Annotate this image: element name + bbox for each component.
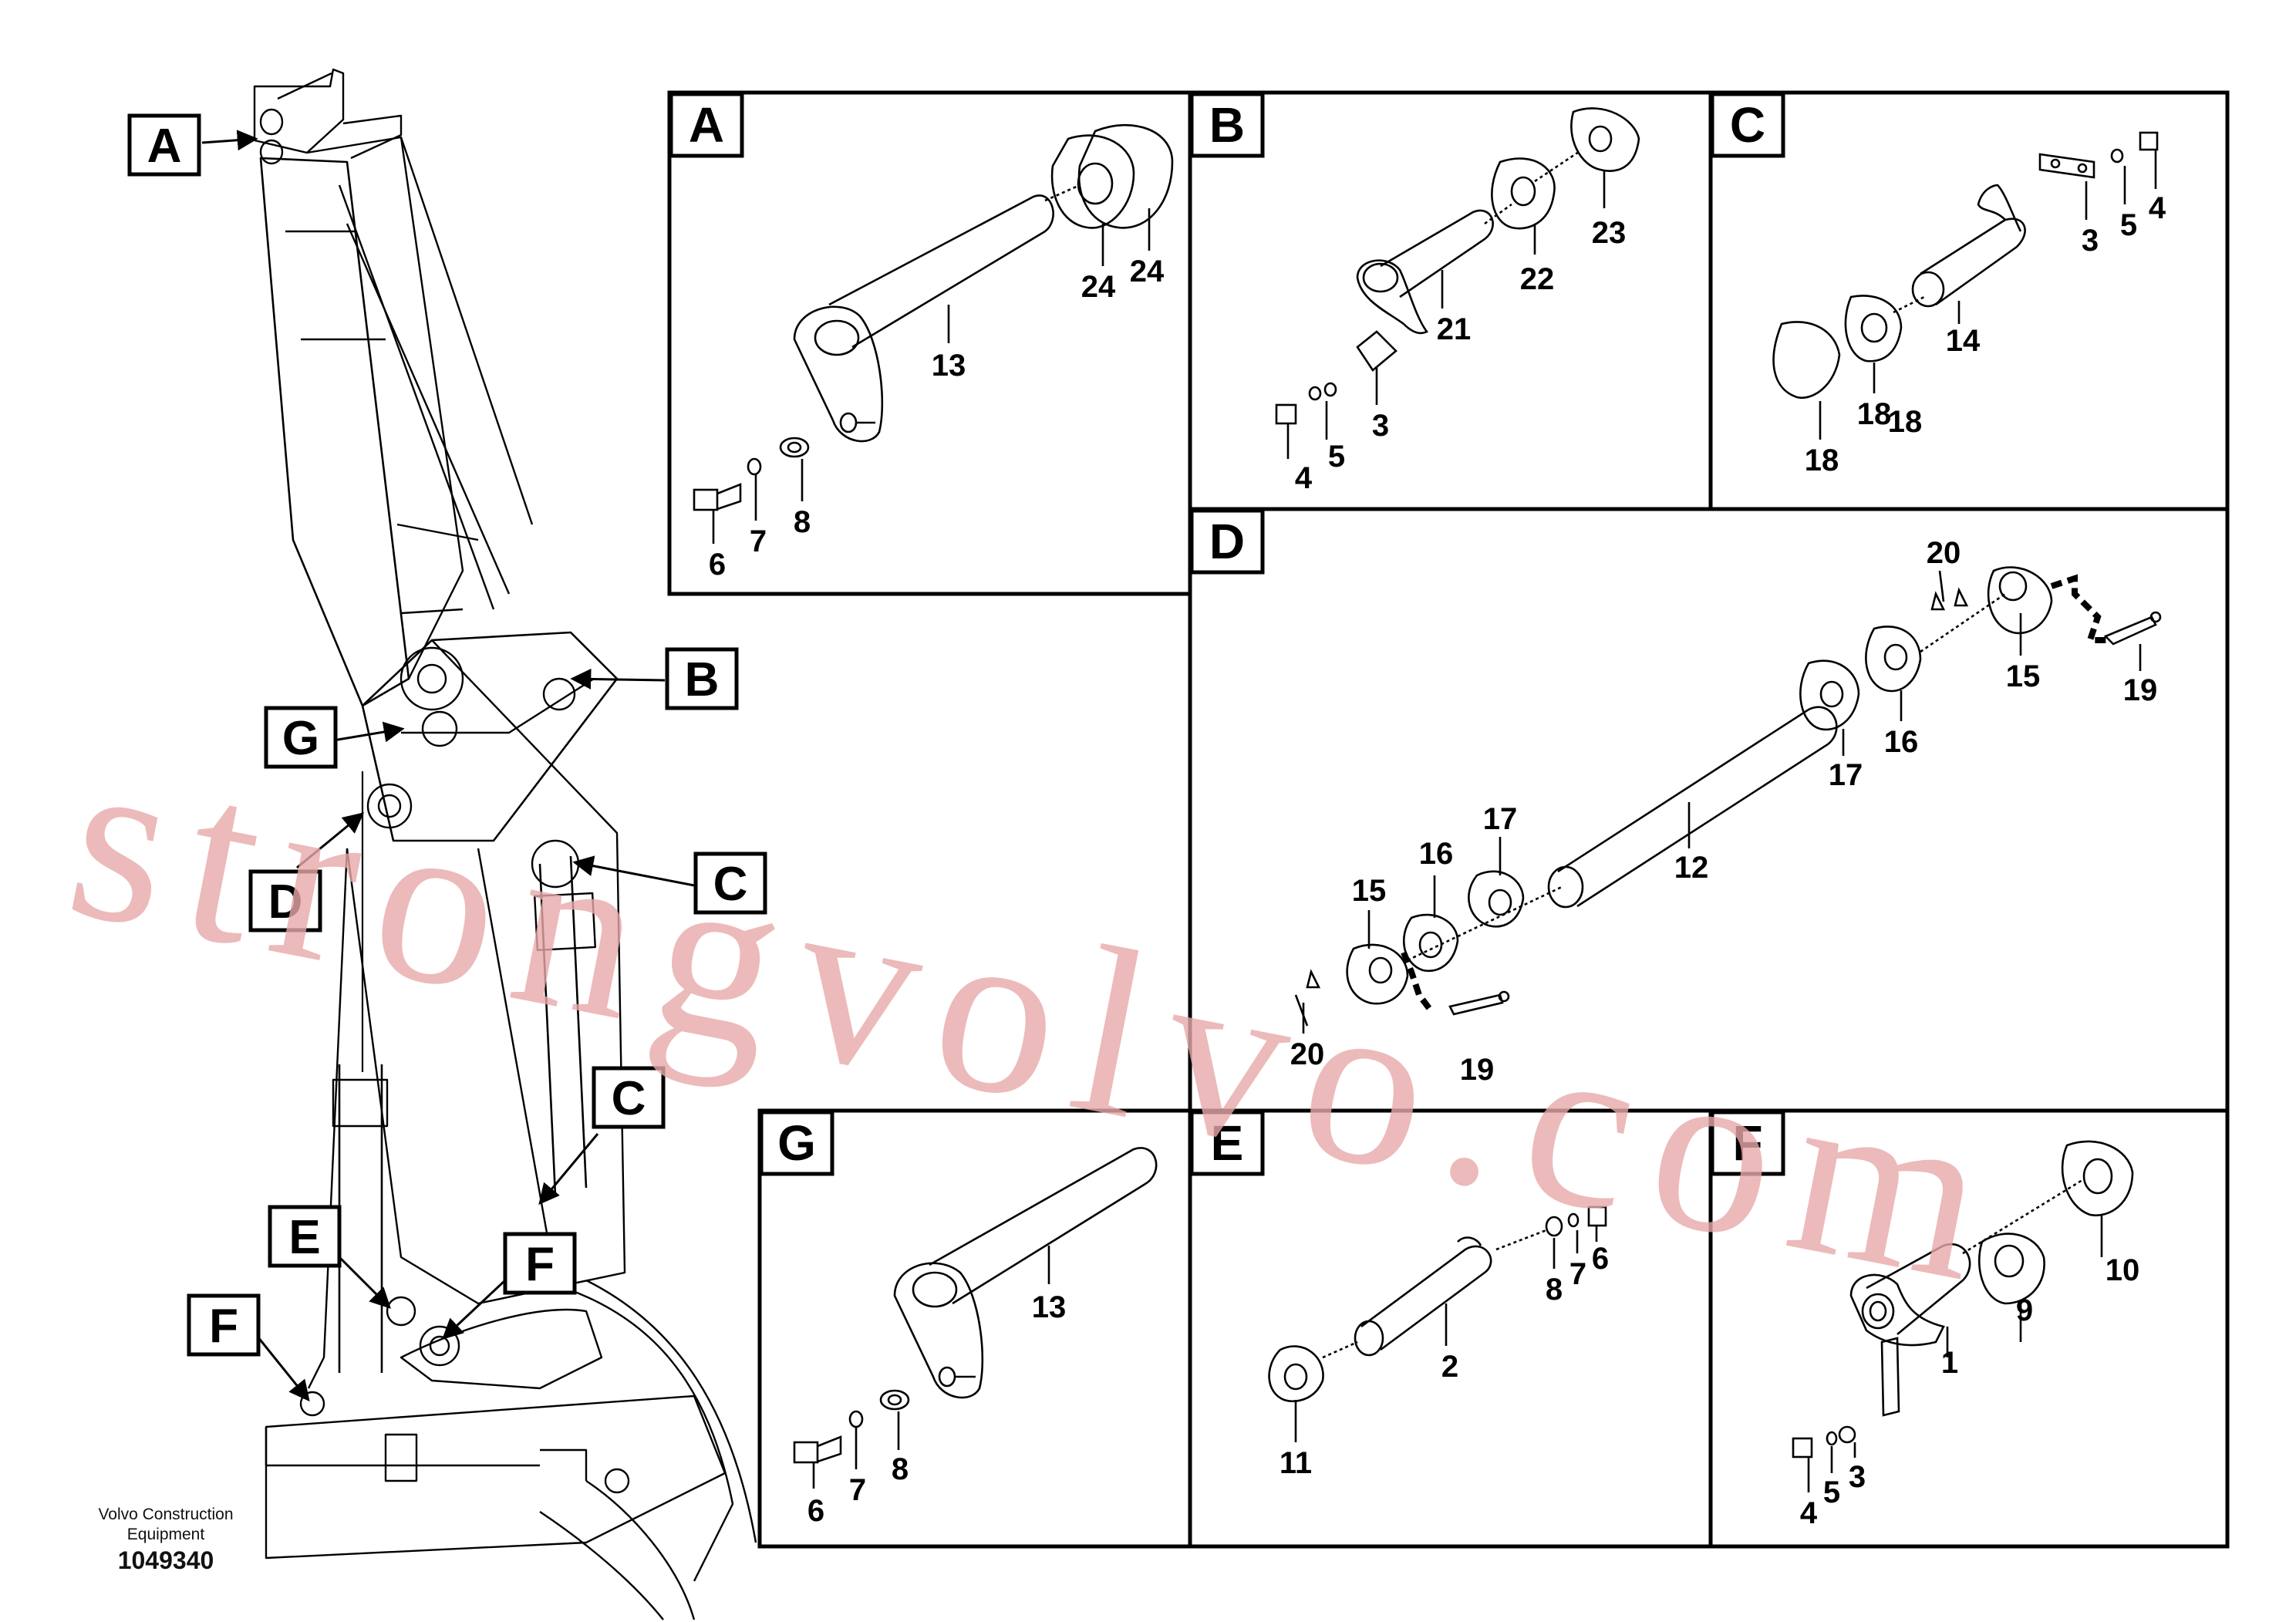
- part-number: 3: [1372, 409, 1389, 443]
- callout-box-B[interactable]: B: [665, 647, 739, 710]
- part-number: 9: [2016, 1293, 2033, 1327]
- svg-text:D: D: [268, 875, 303, 929]
- part-number: 18: [1805, 443, 1839, 477]
- part-number: 8: [794, 505, 811, 539]
- part-number: 10: [2106, 1253, 2140, 1287]
- part-number: 20: [1927, 536, 1961, 570]
- part-number: 5: [2120, 208, 2137, 242]
- part-number: 21: [1437, 312, 1472, 346]
- detail-panel-frames: [667, 90, 2230, 1549]
- part-number: 8: [1546, 1273, 1563, 1307]
- svg-text:F: F: [209, 1300, 238, 1353]
- part-number: 3: [1849, 1460, 1866, 1494]
- footer-drawing-number: 1049340: [117, 1546, 214, 1574]
- callout-box-G[interactable]: G: [264, 706, 338, 769]
- part-number: 18: [1857, 397, 1892, 431]
- part-number: 15: [2006, 659, 2041, 693]
- part-number: 5: [1823, 1475, 1840, 1509]
- part-number: 8: [892, 1452, 909, 1486]
- panel-letter-B: B: [1209, 97, 1245, 153]
- panel-letter-G: G: [777, 1115, 816, 1171]
- watermark: strongvolvo.com: [52, 702, 2027, 1336]
- part-number: 5: [1328, 440, 1345, 474]
- part-number: 13: [932, 349, 966, 383]
- callout-box-C-upper[interactable]: C: [693, 851, 767, 915]
- part-number: 17: [1483, 802, 1518, 836]
- part-number: 23: [1592, 216, 1627, 250]
- panel-G: G 13 6 7 8: [759, 1110, 1158, 1528]
- part-number: 4: [1295, 461, 1313, 495]
- part-number: 12: [1674, 851, 1709, 885]
- part-number: 6: [807, 1494, 824, 1528]
- part-number: 7: [1569, 1257, 1586, 1291]
- panel-C: C 3 5 4 14 18 18 18: [1710, 92, 2166, 477]
- svg-text:B: B: [685, 653, 720, 706]
- callout-box-F-left[interactable]: F: [187, 1293, 261, 1357]
- svg-text:G: G: [282, 712, 319, 765]
- part-number: 13: [1032, 1290, 1067, 1324]
- part-number: 7: [849, 1473, 866, 1507]
- panel-A: A 13 24: [669, 92, 1174, 582]
- panel-letter-F: F: [1732, 1115, 1762, 1171]
- panel-B: B 23 22 21 3 4 5: [1189, 92, 1640, 495]
- part-number: 22: [1520, 262, 1555, 296]
- panel-letter-A: A: [689, 97, 724, 153]
- panel-E: E 8 7 6 2 11: [1189, 1110, 1609, 1480]
- panel-F: F 10 9 1 4 5 3: [1710, 1110, 2140, 1530]
- part-number: 2: [1441, 1350, 1458, 1384]
- part-number: 20: [1290, 1037, 1325, 1071]
- part-number: 24: [1130, 255, 1165, 288]
- part-number: 11: [1279, 1446, 1312, 1480]
- svg-text:C: C: [713, 858, 748, 911]
- part-number: 3: [2082, 224, 2099, 258]
- part-number: 16: [1884, 725, 1919, 759]
- callout-box-F-right[interactable]: F: [503, 1232, 577, 1295]
- part-number: 17: [1829, 758, 1863, 792]
- svg-text:E: E: [288, 1211, 320, 1264]
- part-number: 7: [750, 524, 767, 558]
- part-number: 4: [1800, 1496, 1818, 1530]
- callout-box-E[interactable]: E: [268, 1205, 342, 1268]
- panel-letter-D: D: [1209, 514, 1245, 569]
- panel-letter-C: C: [1730, 97, 1765, 153]
- boom-overview: [253, 68, 757, 1620]
- part-number: 19: [1460, 1053, 1495, 1087]
- svg-text:A: A: [147, 120, 182, 173]
- footer-company-line1: Volvo Construction: [98, 1506, 234, 1523]
- svg-text:F: F: [525, 1238, 555, 1291]
- svg-text:C: C: [612, 1072, 646, 1125]
- part-number: 6: [1592, 1242, 1609, 1276]
- part-number: 14: [1946, 324, 1981, 358]
- part-number: 16: [1419, 837, 1454, 871]
- callout-box-C-lower[interactable]: C: [592, 1066, 666, 1129]
- callout-box-D[interactable]: D: [248, 869, 322, 932]
- panel-D: D: [1189, 508, 2162, 1087]
- part-number: 4: [2149, 191, 2166, 225]
- part-number: 18: [1888, 405, 1923, 439]
- callout-box-A[interactable]: A: [127, 113, 201, 177]
- part-number: 24: [1081, 270, 1116, 304]
- panel-letter-E: E: [1211, 1115, 1244, 1171]
- part-number: 1: [1941, 1346, 1958, 1380]
- part-number: 15: [1352, 874, 1387, 908]
- overview-callouts: [201, 130, 695, 1402]
- part-number: 6: [709, 548, 726, 582]
- footer-company-line2: Equipment: [126, 1526, 205, 1543]
- part-number: 19: [2123, 673, 2158, 707]
